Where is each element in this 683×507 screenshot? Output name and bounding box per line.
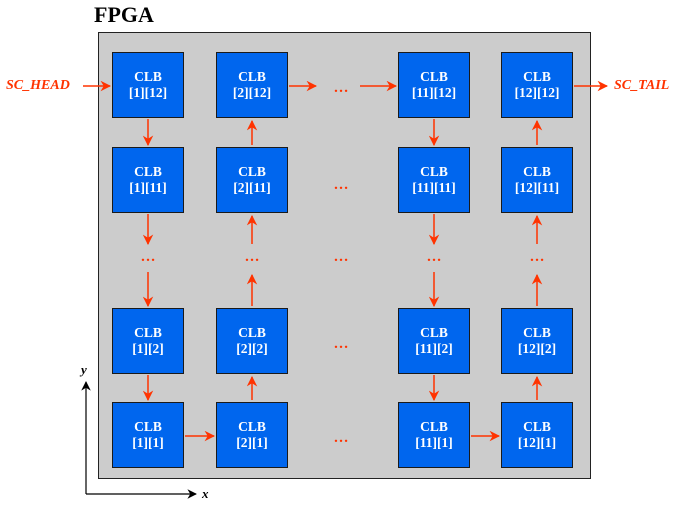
clb-index: [12][11] bbox=[514, 180, 560, 195]
clb-label: CLB bbox=[523, 419, 551, 434]
ellipsis-row1: … bbox=[333, 430, 349, 446]
clb-label: CLB bbox=[238, 419, 266, 434]
clb-label: CLB bbox=[420, 164, 448, 179]
clb-label: CLB bbox=[238, 164, 266, 179]
clb-12-2: CLB[12][2] bbox=[501, 308, 573, 374]
clb-index: [11][11] bbox=[412, 180, 456, 195]
clb-12-12: CLB[12][12] bbox=[501, 52, 573, 118]
clb-1-2: CLB[1][2] bbox=[112, 308, 184, 374]
clb-label: CLB bbox=[134, 164, 162, 179]
x-axis-label: x bbox=[202, 486, 209, 501]
clb-index: [1][11] bbox=[129, 180, 167, 195]
clb-index: [2][12] bbox=[232, 85, 272, 100]
clb-label: CLB bbox=[523, 69, 551, 84]
clb-11-12: CLB[11][12] bbox=[398, 52, 470, 118]
sc-head-label: SC_HEAD bbox=[6, 78, 70, 93]
clb-label: CLB bbox=[420, 419, 448, 434]
clb-label: CLB bbox=[238, 69, 266, 84]
clb-label: CLB bbox=[523, 325, 551, 340]
clb-11-2: CLB[11][2] bbox=[398, 308, 470, 374]
clb-index: [2][11] bbox=[233, 180, 271, 195]
clb-index: [1][12] bbox=[128, 85, 168, 100]
ellipsis-col11: … bbox=[426, 249, 442, 265]
sc-tail-label: SC_TAIL bbox=[614, 78, 670, 93]
clb-index: [2][1] bbox=[236, 435, 268, 450]
clb-index: [11][1] bbox=[415, 435, 453, 450]
clb-12-1: CLB[12][1] bbox=[501, 402, 573, 468]
clb-label: CLB bbox=[420, 69, 448, 84]
clb-2-1: CLB[2][1] bbox=[216, 402, 288, 468]
clb-index: [11][2] bbox=[415, 341, 453, 356]
clb-index: [12][12] bbox=[514, 85, 560, 100]
clb-12-11: CLB[12][11] bbox=[501, 147, 573, 213]
clb-2-12: CLB[2][12] bbox=[216, 52, 288, 118]
ellipsis-col12: … bbox=[529, 249, 545, 265]
clb-label: CLB bbox=[238, 325, 266, 340]
ellipsis-middle: … bbox=[333, 249, 349, 265]
ellipsis-col2: … bbox=[244, 249, 260, 265]
ellipsis-row2: … bbox=[333, 336, 349, 352]
clb-label: CLB bbox=[134, 325, 162, 340]
clb-11-1: CLB[11][1] bbox=[398, 402, 470, 468]
clb-1-12: CLB[1][12] bbox=[112, 52, 184, 118]
clb-11-11: CLB[11][11] bbox=[398, 147, 470, 213]
clb-label: CLB bbox=[420, 325, 448, 340]
clb-index: [1][1] bbox=[132, 435, 164, 450]
clb-index: [1][2] bbox=[132, 341, 164, 356]
fpga-title: FPGA bbox=[94, 2, 154, 27]
clb-label: CLB bbox=[134, 419, 162, 434]
y-axis-label: y bbox=[81, 362, 87, 377]
clb-index: [11][12] bbox=[411, 85, 457, 100]
clb-index: [12][1] bbox=[517, 435, 557, 450]
ellipsis-col1: … bbox=[140, 249, 156, 265]
clb-index: [2][2] bbox=[236, 341, 268, 356]
clb-label: CLB bbox=[134, 69, 162, 84]
clb-1-1: CLB[1][1] bbox=[112, 402, 184, 468]
clb-index: [12][2] bbox=[517, 341, 557, 356]
clb-label: CLB bbox=[523, 164, 551, 179]
ellipsis-row11: … bbox=[333, 177, 349, 193]
clb-1-11: CLB[1][11] bbox=[112, 147, 184, 213]
clb-2-2: CLB[2][2] bbox=[216, 308, 288, 374]
ellipsis-row12: … bbox=[333, 80, 349, 96]
clb-2-11: CLB[2][11] bbox=[216, 147, 288, 213]
